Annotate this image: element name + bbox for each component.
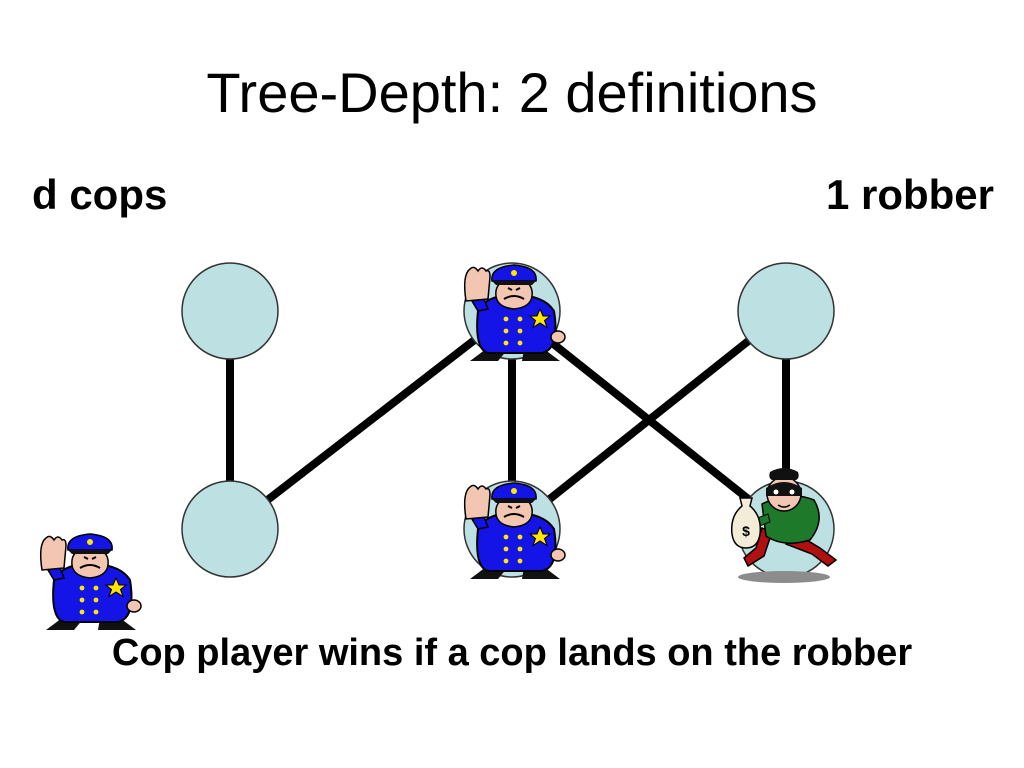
robber-label: 1 robber [825, 171, 994, 218]
node-top-left [181, 262, 279, 360]
node-bottom-left [181, 480, 279, 578]
spare-cop-icon [39, 533, 142, 631]
cops-label: d cops [32, 171, 168, 218]
win-condition-caption: Cop player wins if a cop lands on the ro… [111, 632, 913, 674]
robber-icon: $ [730, 468, 838, 583]
slide-title: Tree-Depth: 2 definitions [206, 61, 818, 124]
edge-bottom-left-top-middle [227, 307, 515, 533]
cop-icon-top-middle [463, 264, 566, 362]
money-bag-symbol: $ [742, 523, 750, 539]
edge-top-right-bottom-middle [509, 307, 789, 533]
node-top-right [737, 262, 835, 360]
